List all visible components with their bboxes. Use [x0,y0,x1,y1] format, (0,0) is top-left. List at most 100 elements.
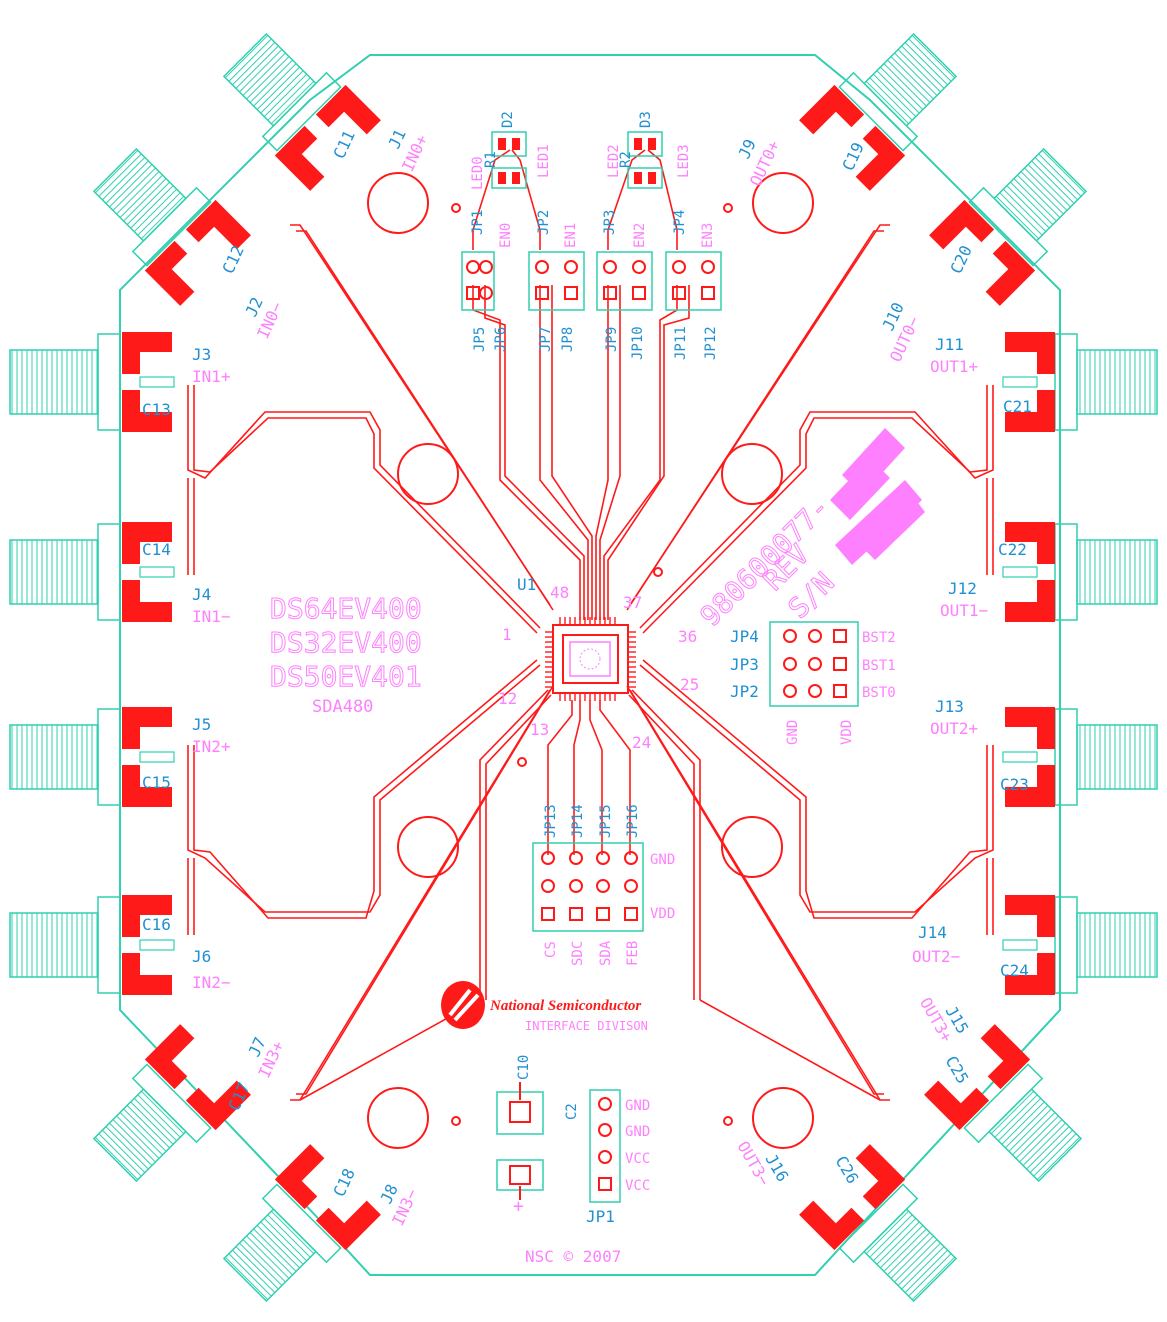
smbus-vdd-label: VDD [650,906,675,922]
en1-net: EN1 [563,223,579,248]
c2-ref: C2 [564,1103,580,1120]
power-pin-3: VCC [625,1151,650,1167]
nsc-logo-blocks [830,428,925,565]
led3-net: LED3 [676,144,692,178]
part-number-1: DS64EV400 [270,592,422,625]
en0-net: EN0 [498,223,514,248]
boost-jumper-block [769,621,859,707]
part-number-3: DS50EV401 [270,660,422,693]
boost-jp3-ref: JP3 [730,655,759,674]
power-pin-4: VCC [625,1178,650,1194]
smbus-feb-net: FEB [625,941,641,966]
pin-1: 1 [502,625,512,644]
top-jp1: JP1 [470,210,486,235]
j11-ref: J11 [935,335,964,354]
c10-plus-sign: + [513,1196,524,1217]
top-jp3: JP3 [602,210,618,235]
r1-ref: R1 [483,151,499,168]
c12-ref: C12 [218,242,247,276]
c11-ref: C11 [329,127,358,161]
top-jp4: JP4 [672,210,688,235]
boost-bst2-net: BST2 [862,630,896,646]
c10-ref: C10 [516,1055,532,1080]
j6-net: IN2− [192,973,231,992]
jp5-ref: JP5 [472,327,488,352]
jp13-ref: JP13 [543,804,559,838]
r2-ref: R2 [618,151,634,168]
c14-ref: C14 [142,540,171,559]
j4-ref: J4 [192,585,211,604]
j11-net: OUT1+ [930,357,978,376]
pin-13: 13 [530,720,549,739]
boost-jp4-ref: JP4 [730,627,759,646]
d2-ref: D2 [500,111,516,128]
j14-ref: J14 [918,923,947,942]
mounting-holes [367,172,814,1149]
jp15-ref: JP15 [598,804,614,838]
boost-gnd-label: GND [785,720,801,745]
pin-36: 36 [678,627,697,646]
pin-12: 12 [498,689,517,708]
j12-net: OUT1− [940,601,988,620]
copyright-label: NSC © 2007 [525,1247,621,1266]
jp16-ref: JP16 [625,804,641,838]
j4-net: IN1− [192,607,231,626]
pin-24: 24 [632,733,651,752]
j12-ref: J12 [948,579,977,598]
j14-net: OUT2− [912,947,960,966]
j13-net: OUT2+ [930,719,978,738]
pin-48: 48 [550,583,569,602]
smbus-gnd-label: GND [650,852,675,868]
top-jp2: JP2 [536,210,552,235]
j13-ref: J13 [935,697,964,716]
led1-net: LED1 [536,144,552,178]
jp9-ref: JP9 [604,327,620,352]
c19-ref: C19 [838,139,867,173]
top-leds [491,131,663,189]
smbus-sdc-net: SDC [570,941,586,966]
power-pin-2: GND [625,1124,650,1140]
jp10-ref: JP10 [630,326,646,360]
signal-traces [187,149,994,1101]
led2-net: LED2 [606,144,622,178]
power-section [496,1082,621,1203]
part-number-2: DS32EV400 [270,626,422,659]
right-sma-connectors [1002,332,1158,995]
led0-net: LED0 [470,156,486,190]
jp1-power-ref: JP1 [586,1207,615,1226]
pin-25: 25 [680,675,699,694]
jp11-ref: JP11 [673,326,689,360]
board-outline [119,54,1061,1276]
c17-ref: C17 [224,1079,253,1113]
jp12-ref: JP12 [703,326,719,360]
en3-net: EN3 [700,223,716,248]
corner-sma-connectors [92,32,1088,1303]
boost-bst1-net: BST1 [862,658,896,674]
smbus-sda-net: SDA [598,940,614,966]
j3-net: IN1+ [192,367,231,386]
boost-jp2-ref: JP2 [730,682,759,701]
jp6-ref: JP6 [493,327,509,352]
u1-label: U1 [517,575,536,594]
jp8-ref: JP8 [560,327,576,352]
j3-ref: J3 [192,345,211,364]
en2-net: EN2 [632,223,648,248]
smbus-cs-net: CS [543,941,559,958]
c25-ref: C25 [942,1053,973,1088]
c22-ref: C22 [998,540,1027,559]
sda-label: SDA480 [312,697,373,717]
boost-vdd-label: VDD [839,720,855,745]
j5-net: IN2+ [192,737,231,756]
company-name: National Semiconductor [489,998,641,1014]
national-logo-icon [441,981,485,1029]
power-pin-1: GND [625,1098,650,1114]
c16-ref: C16 [142,915,171,934]
jp7-ref: JP7 [538,327,554,352]
c18-ref: C18 [329,1165,358,1199]
j6-ref: J6 [192,947,211,966]
jp14-ref: JP14 [570,804,586,838]
c15-ref: C15 [142,773,171,792]
division-label: INTERFACE DIVISON [525,1019,648,1033]
j5-ref: J5 [192,715,211,734]
